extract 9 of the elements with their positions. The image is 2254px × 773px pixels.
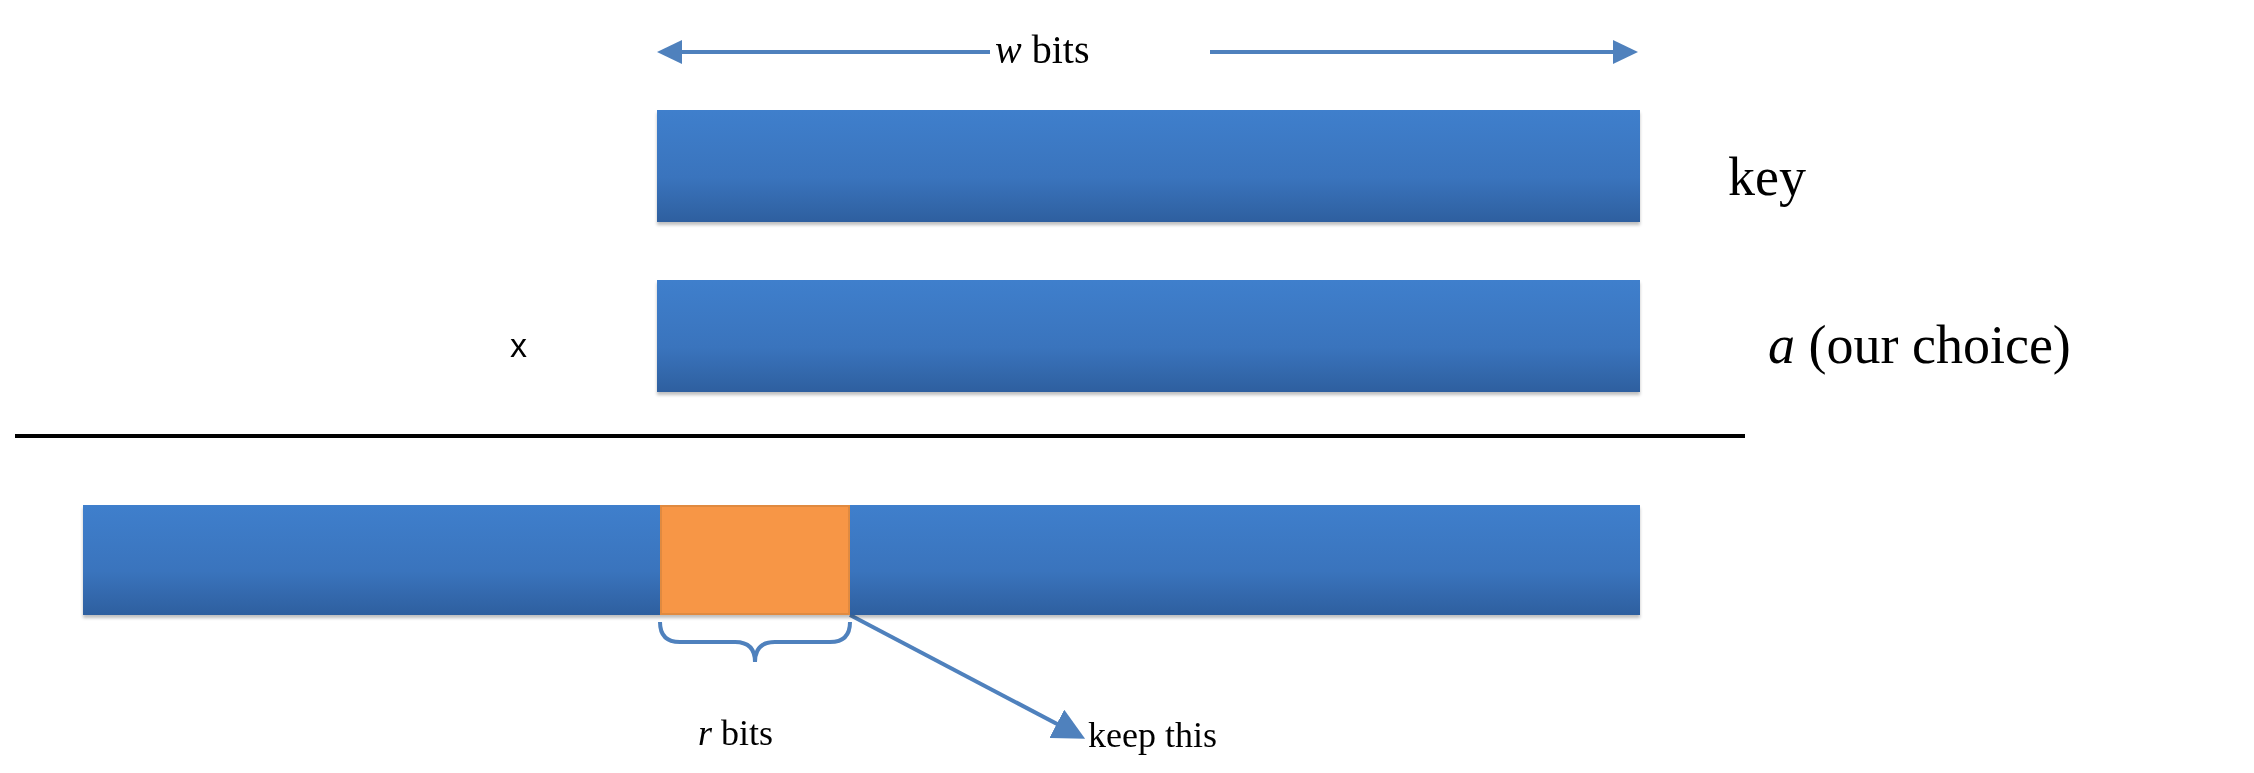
highlighted-segment — [660, 505, 850, 615]
bit-bar — [657, 280, 1640, 392]
brace-label: r bits — [698, 715, 774, 751]
multiply-sign: x — [510, 328, 527, 362]
arrow — [849, 613, 1086, 739]
dimension-label: w bits — [995, 30, 1090, 70]
bit-bar — [83, 505, 1640, 615]
callout-text: keep this — [1088, 712, 1318, 758]
bit-bar — [657, 110, 1640, 222]
